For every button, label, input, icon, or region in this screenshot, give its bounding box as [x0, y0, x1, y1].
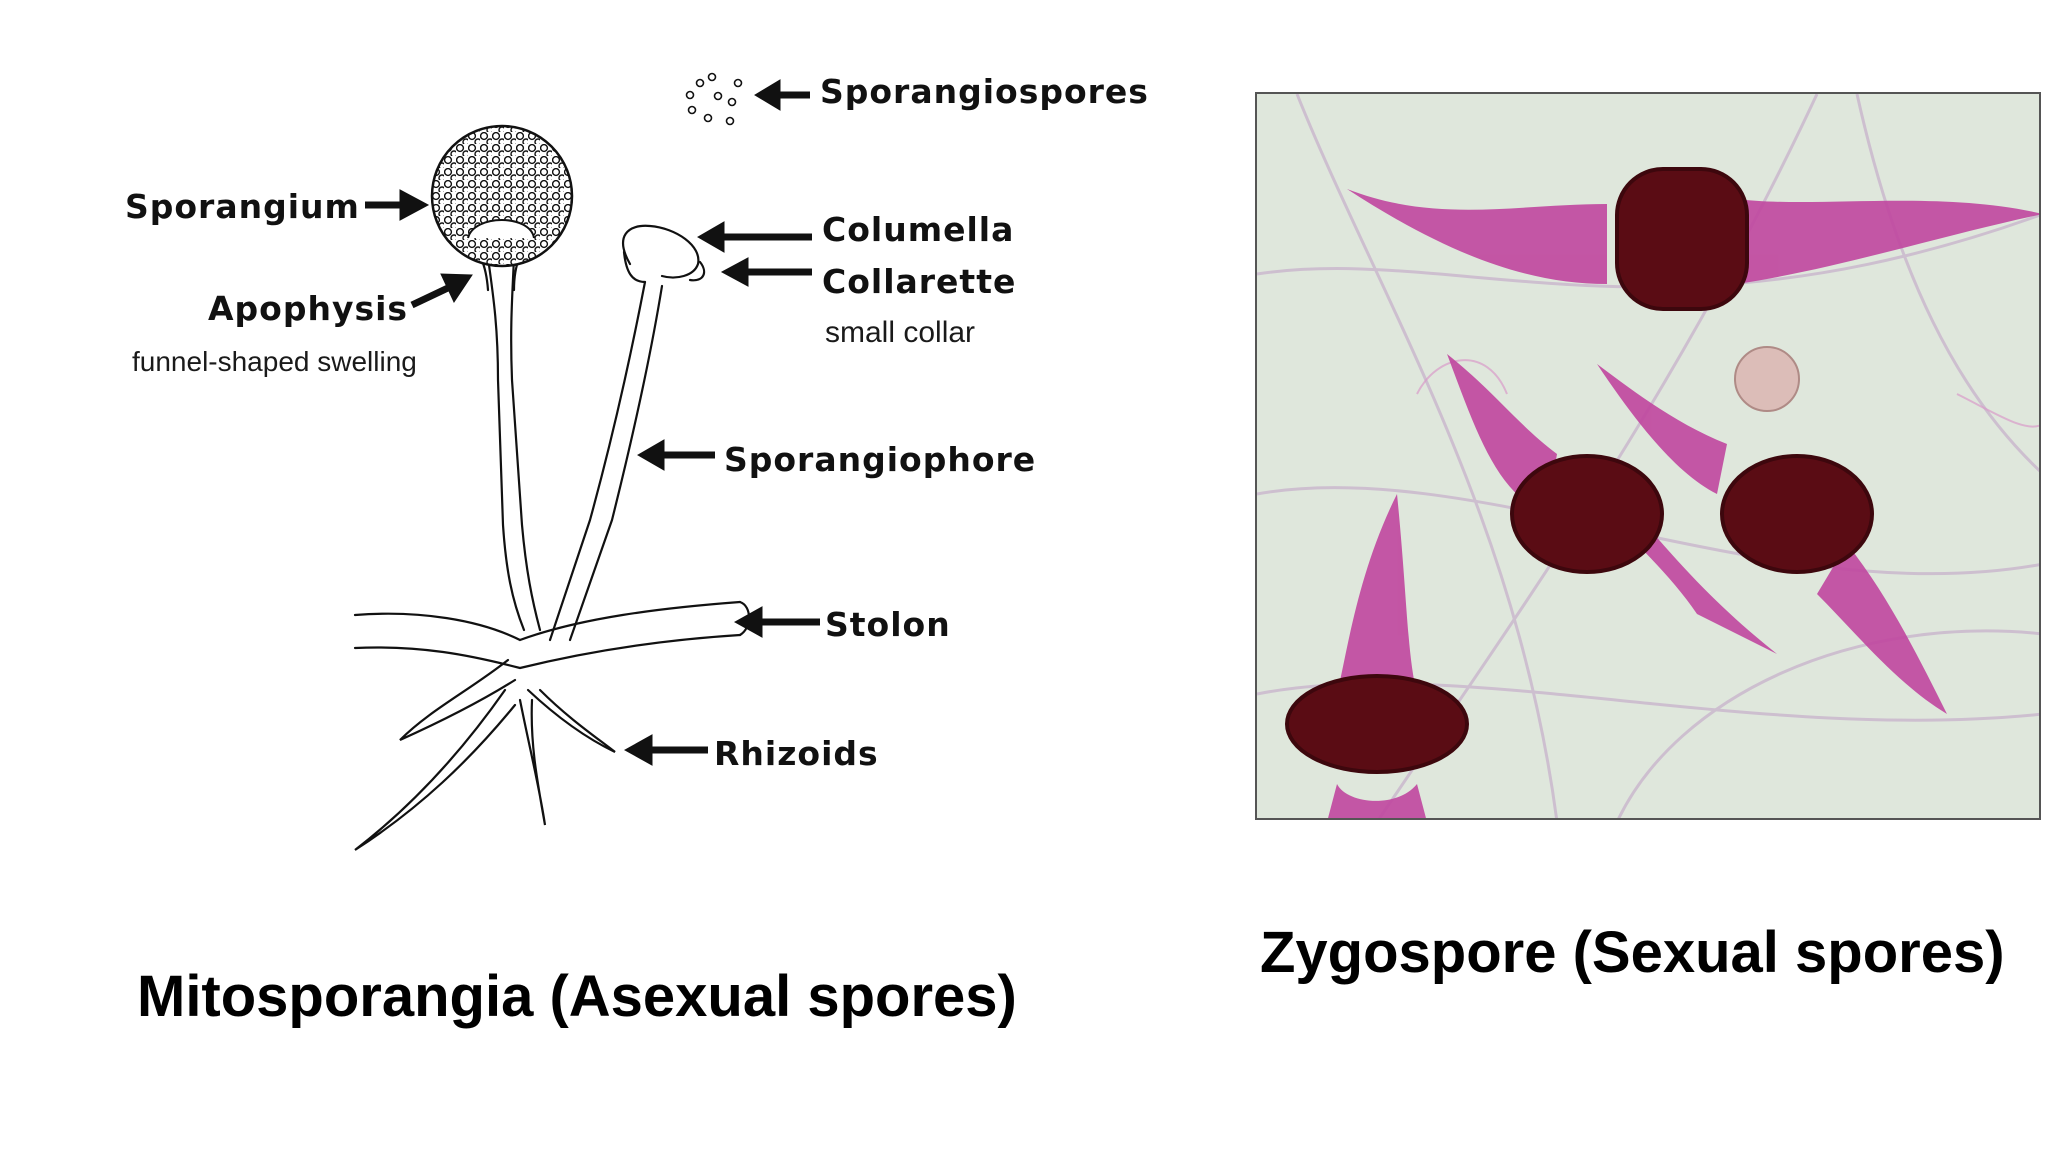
suspensor-top-right: [1737, 199, 2039, 284]
suspensor-mid-left-a: [1447, 354, 1557, 514]
sporangiospores-dots: [685, 72, 743, 126]
arrow-rhizoids: [623, 734, 708, 766]
arrow-sporangiospores: [754, 79, 810, 111]
label-rhizoids: Rhizoids: [714, 734, 879, 773]
arrow-collarette: [720, 257, 812, 287]
suspensor-top-left: [1347, 189, 1607, 284]
suspensor-mid-right-a: [1597, 364, 1727, 494]
collarette-shape: [622, 250, 647, 284]
label-columella: Columella: [822, 210, 1015, 249]
zygospore-3: [1720, 454, 1874, 574]
sporangiophore-right: [548, 280, 647, 642]
rhizoid-4: [526, 688, 616, 753]
zygospore-2: [1510, 454, 1664, 574]
suspensor-mid-right-b: [1817, 544, 1947, 714]
mold-diagram: [353, 72, 820, 851]
zygospore-micrograph: [1255, 92, 2041, 820]
arrow-sporangium: [365, 189, 430, 221]
zygospore-1: [1615, 167, 1749, 311]
suspensor-mid-left-b: [1627, 514, 1777, 654]
suspensor-bottom: [1337, 494, 1417, 694]
columella-shape: [622, 224, 700, 279]
zygospore-4: [1285, 674, 1469, 774]
suspensor-bottom-b: [1328, 784, 1426, 818]
sporangiophore-left: [486, 256, 526, 632]
rhizoid-3: [518, 698, 547, 826]
label-collarette: Collarette: [822, 262, 1017, 301]
sporangium-shape: [430, 124, 574, 268]
arrow-sporangiophore: [636, 439, 715, 471]
caption-mitosporangia: Mitosporangia (Asexual spores): [137, 964, 1017, 1029]
note-apophysis: funnel-shaped swelling: [132, 346, 417, 377]
label-stolon: Stolon: [825, 605, 951, 644]
label-apophysis: Apophysis: [208, 289, 409, 328]
stolon-shape: [353, 600, 742, 642]
caption-zygospore: Zygospore (Sexual spores): [1260, 920, 2005, 985]
arrow-columella: [696, 221, 812, 253]
arrow-stolon: [733, 606, 820, 638]
label-sporangium: Sporangium: [125, 187, 360, 226]
note-collarette: small collar: [825, 316, 976, 349]
rhizoid-1: [399, 658, 517, 742]
label-sporangiospores: Sporangiospores: [820, 72, 1149, 111]
label-sporangiophore: Sporangiophore: [724, 440, 1037, 479]
arrow-apophysis: [410, 273, 473, 309]
rhizoid-2: [354, 688, 517, 851]
